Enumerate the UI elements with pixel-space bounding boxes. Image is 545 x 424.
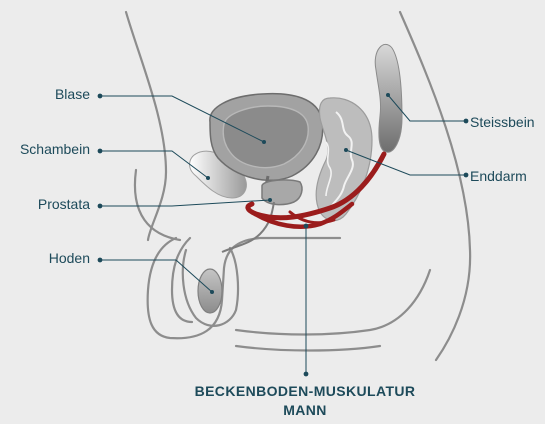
testicle [198, 269, 222, 313]
coccyx [375, 44, 402, 152]
leader-prostata [100, 200, 270, 206]
dot-steissbein-end [386, 93, 390, 97]
dot-enddarm [464, 173, 469, 178]
caption-line-2: MANN [140, 401, 470, 420]
label-enddarm: Enddarm [470, 168, 527, 184]
penis-outline [148, 238, 340, 338]
dot-steissbein [464, 119, 469, 124]
dot-blase-end [262, 140, 266, 144]
perineum-line [236, 270, 430, 335]
dot-muscle-top [304, 224, 309, 229]
caption-line-1: BECKENBODEN-MUSKULATUR [140, 382, 470, 401]
label-steissbein: Steissbein [470, 114, 535, 130]
dot-hoden [98, 258, 103, 263]
dot-prostata [98, 204, 103, 209]
diagram-caption: BECKENBODEN-MUSKULATUR MANN [140, 382, 470, 420]
dot-prostata-end [268, 198, 272, 202]
label-prostata: Prostata [10, 196, 90, 212]
dot-hoden-end [210, 290, 214, 294]
dot-schambein [98, 149, 103, 154]
dot-schambein-end [206, 176, 210, 180]
inner-front-line [135, 170, 180, 240]
label-schambein: Schambein [4, 141, 90, 157]
dot-blase [98, 94, 103, 99]
back-line [400, 12, 470, 360]
dot-muscle-bottom [304, 372, 309, 377]
thigh-line [236, 346, 380, 351]
label-hoden: Hoden [20, 250, 90, 266]
dot-enddarm-end [344, 148, 348, 152]
prostate [262, 180, 302, 205]
label-blase: Blase [20, 86, 90, 102]
leader-hoden [100, 260, 212, 292]
